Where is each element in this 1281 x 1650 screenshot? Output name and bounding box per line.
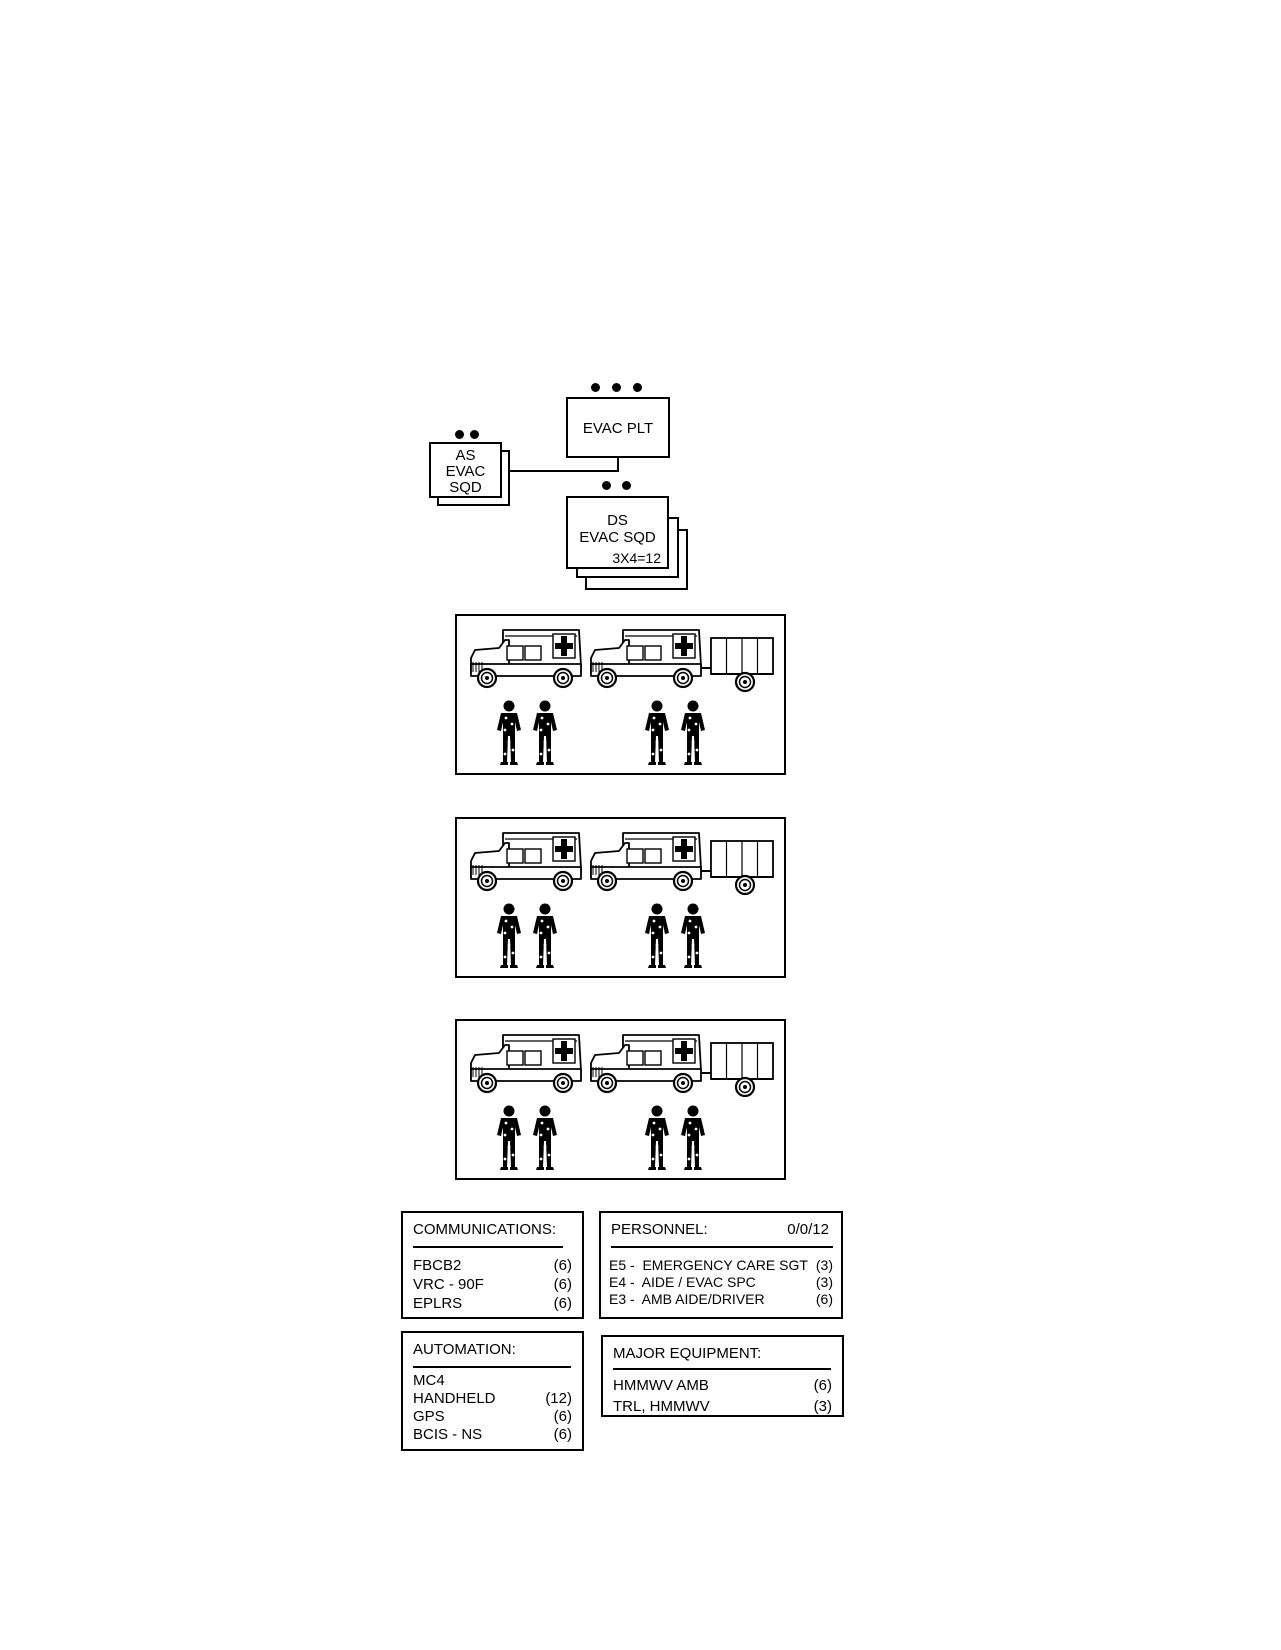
trailer-icon	[701, 1042, 774, 1098]
ambulance-hmmwv-icon	[470, 832, 582, 892]
as-evac-squad-box: AS EVAC SQD	[429, 442, 502, 498]
list-item: E4 - AIDE / EVAC SPC (3)	[609, 1274, 833, 1293]
item-name: E5 - EMERGENCY CARE SGT	[609, 1257, 808, 1273]
list-item: E5 - EMERGENCY CARE SGT (3)	[609, 1257, 833, 1276]
automation-box: AUTOMATION: MC4 HANDHELD (12) GPS (6) BC…	[401, 1331, 584, 1451]
ambulance-hmmwv-icon	[470, 629, 582, 689]
soldier-icon	[533, 903, 557, 968]
squad-panel-art	[470, 629, 774, 765]
squad-echelon-dot	[470, 430, 479, 439]
soldier-icon	[681, 700, 705, 765]
item-name: BCIS - NS	[413, 1426, 483, 1443]
as-squad-line-2: EVAC	[445, 463, 486, 480]
communications-title: COMMUNICATIONS:	[413, 1221, 557, 1238]
item-name: GPS	[413, 1408, 445, 1425]
item-qty: (3)	[813, 1398, 832, 1415]
item-qty: (6)	[553, 1426, 572, 1443]
item-qty: (3)	[815, 1274, 833, 1290]
header-rule	[413, 1366, 571, 1368]
item-qty: (6)	[815, 1291, 833, 1307]
soldier-icon	[645, 1105, 669, 1170]
as-squad-line-1: AS	[455, 447, 476, 464]
item-qty: (6)	[813, 1377, 832, 1394]
list-item: HANDHELD (12)	[413, 1390, 572, 1409]
ambulance-hmmwv-icon	[590, 1034, 702, 1094]
trailer-icon	[701, 840, 774, 896]
item-qty: (6)	[553, 1257, 572, 1274]
item-qty: (6)	[553, 1408, 572, 1425]
squad-panel	[455, 1019, 786, 1180]
soldier-icon	[645, 903, 669, 968]
platoon-echelon-dot	[591, 383, 600, 392]
list-item: E3 - AMB AIDE/DRIVER (6)	[609, 1291, 833, 1310]
item-name: E4 - AIDE / EVAC SPC	[609, 1274, 756, 1290]
automation-title: AUTOMATION:	[413, 1341, 516, 1358]
list-item: VRC - 90F (6)	[413, 1276, 572, 1295]
list-item: FBCB2 (6)	[413, 1257, 572, 1276]
ds-squad-line-2: EVAC SQD	[579, 529, 656, 546]
ds-squad-count: 3X4=12	[612, 550, 661, 566]
personnel-summary: 0/0/12	[787, 1221, 829, 1238]
list-item: MC4	[413, 1372, 572, 1391]
connector-line	[508, 470, 619, 472]
ambulance-hmmwv-icon	[590, 832, 702, 892]
list-item: EPLRS (6)	[413, 1295, 572, 1314]
squad-panel-art	[470, 832, 774, 968]
ds-squad-line-1: DS	[607, 512, 628, 529]
header-rule	[413, 1246, 563, 1248]
major-equipment-title: MAJOR EQUIPMENT:	[613, 1345, 762, 1362]
communications-box: COMMUNICATIONS: FBCB2 (6) VRC - 90F (6) …	[401, 1211, 584, 1319]
squad-echelon-dot	[622, 481, 631, 490]
as-squad-line-3: SQD	[449, 479, 482, 496]
platoon-echelon-dot	[633, 383, 642, 392]
evac-platoon-box: EVAC PLT	[566, 397, 670, 458]
list-item: TRL, HMMWV (3)	[613, 1398, 832, 1417]
item-name: E3 - AMB AIDE/DRIVER	[609, 1291, 765, 1307]
squad-panel	[455, 614, 786, 775]
item-qty: (6)	[553, 1276, 572, 1293]
connector-line	[617, 458, 619, 471]
item-qty: (12)	[545, 1390, 572, 1407]
squad-panel-art	[470, 1034, 774, 1170]
squad-echelon-dot	[602, 481, 611, 490]
list-item: GPS (6)	[413, 1408, 572, 1427]
item-name: FBCB2	[413, 1257, 462, 1274]
soldier-icon	[533, 1105, 557, 1170]
major-equipment-box: MAJOR EQUIPMENT: HMMWV AMB (6) TRL, HMMW…	[601, 1335, 844, 1417]
soldier-icon	[497, 700, 521, 765]
personnel-title: PERSONNEL:	[611, 1221, 708, 1238]
evac-platoon-label: EVAC PLT	[582, 420, 654, 437]
item-qty: (3)	[815, 1257, 833, 1273]
item-name: HANDHELD	[413, 1390, 496, 1407]
soldier-icon	[497, 903, 521, 968]
soldier-icon	[497, 1105, 521, 1170]
list-item: BCIS - NS (6)	[413, 1426, 572, 1445]
item-qty: (6)	[553, 1295, 572, 1312]
squad-echelon-dot	[455, 430, 464, 439]
ambulance-hmmwv-icon	[470, 1034, 582, 1094]
item-name: EPLRS	[413, 1295, 463, 1312]
personnel-box: PERSONNEL: 0/0/12 E5 - EMERGENCY CARE SG…	[599, 1211, 843, 1319]
item-name: VRC - 90F	[413, 1276, 484, 1293]
header-rule	[611, 1246, 833, 1248]
squad-panel	[455, 817, 786, 978]
header-rule	[613, 1368, 831, 1370]
soldier-icon	[645, 700, 669, 765]
list-item: HMMWV AMB (6)	[613, 1377, 832, 1396]
ambulance-hmmwv-icon	[590, 629, 702, 689]
trailer-icon	[701, 637, 774, 693]
item-name: HMMWV AMB	[613, 1377, 709, 1394]
soldier-icon	[681, 1105, 705, 1170]
soldier-icon	[533, 700, 557, 765]
ds-evac-squad-box: DS EVAC SQD 3X4=12	[566, 496, 669, 569]
platoon-echelon-dot	[612, 383, 621, 392]
item-name: TRL, HMMWV	[613, 1398, 710, 1415]
soldier-icon	[681, 903, 705, 968]
item-name: MC4	[413, 1372, 445, 1389]
